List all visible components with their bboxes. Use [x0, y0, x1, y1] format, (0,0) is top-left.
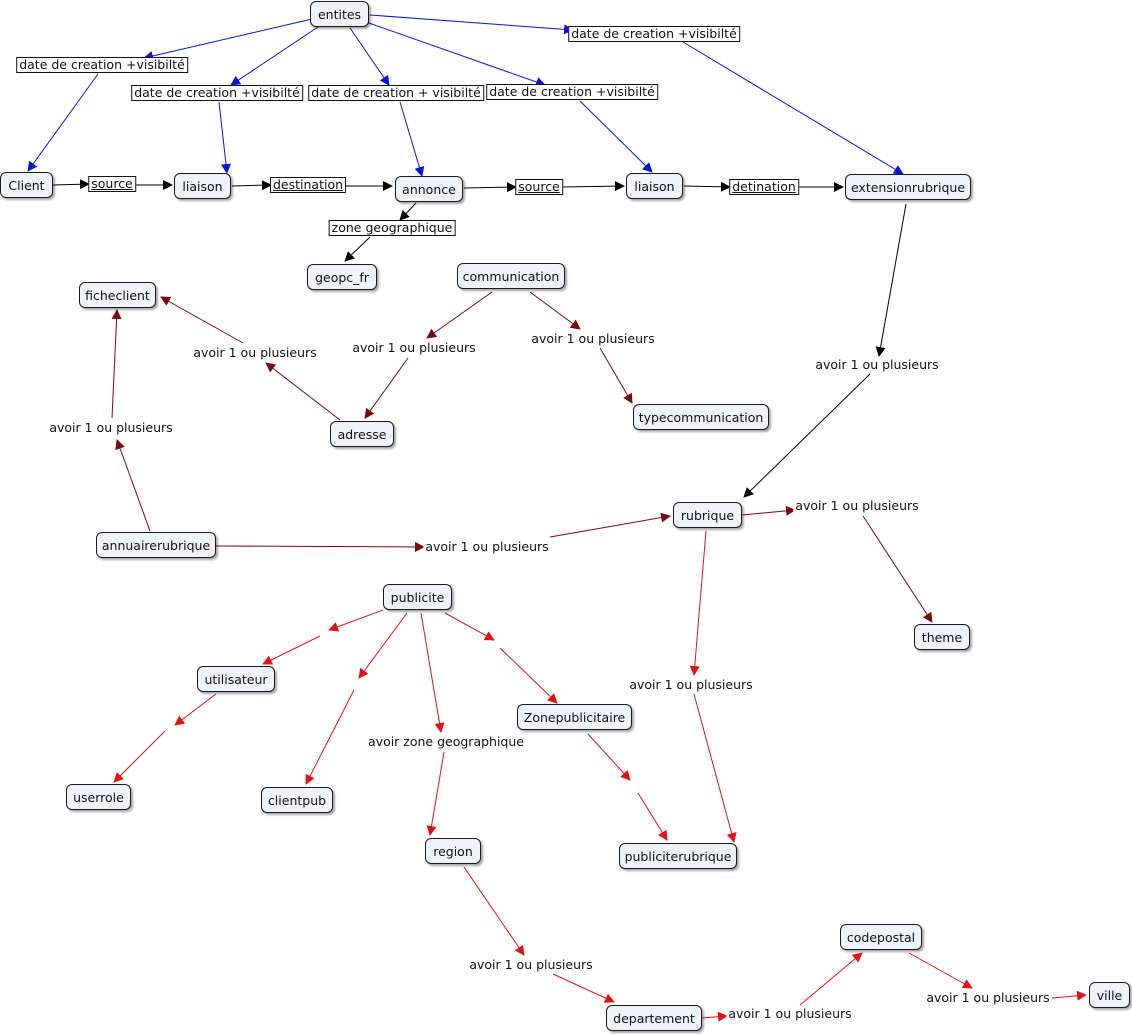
link-pub-util-a	[328, 609, 384, 632]
label-destination: destination	[269, 177, 347, 193]
node-userrole[interactable]: userrole	[66, 784, 131, 810]
label-avoir-dep-cp: avoir 1 ou plusieurs	[726, 1006, 854, 1021]
link-client-source	[52, 179, 90, 190]
link-region-avoir	[463, 866, 525, 956]
link-annuaire-avoir	[115, 439, 151, 532]
label-avoir-zone-geographique: avoir zone geographique	[366, 734, 526, 749]
link-liaison1-destination	[231, 180, 272, 191]
link-dep-avoir	[701, 1011, 728, 1022]
node-extensionrubrique[interactable]: extensionrubrique	[845, 174, 971, 200]
link-entites-dc-liaison1	[230, 26, 319, 86]
link-dc-ext	[682, 41, 904, 175]
link-ext-avoir	[875, 203, 907, 357]
node-theme[interactable]: theme	[914, 624, 970, 650]
node-ville[interactable]: ville	[1089, 982, 1130, 1008]
label-avoir-comm-type: avoir 1 ou plusieurs	[529, 331, 657, 346]
label-detination: detination	[729, 179, 799, 195]
node-utilisateur[interactable]: utilisateur	[197, 666, 275, 692]
link-zp-pubrub-a	[587, 733, 631, 781]
link-entites-dc-liaison2	[365, 21, 546, 87]
link-dc-liaison1	[218, 101, 231, 174]
label-avoir-adresse-fiche: avoir 1 ou plusieurs	[191, 345, 319, 360]
node-codepostal[interactable]: codepostal	[840, 924, 922, 950]
label-avoir-comm-adresse: avoir 1 ou plusieurs	[350, 340, 478, 355]
label-source-2: source	[515, 179, 563, 195]
link-annonce-zone	[399, 202, 417, 221]
link-entites-dc-annonce	[349, 27, 390, 86]
link-avoir-ville	[1051, 990, 1087, 1001]
link-pub-avoir-zone	[420, 612, 445, 733]
link-avoir-ficheclient2	[111, 309, 122, 419]
link-annuaire-avoir-rub	[215, 541, 425, 552]
node-annuairerubrique[interactable]: annuairerubrique	[96, 532, 216, 558]
link-dc-client	[27, 73, 99, 172]
link-pub-util-b	[262, 635, 321, 665]
link-avoir-type	[599, 347, 633, 404]
node-publicite[interactable]: publicite	[383, 584, 452, 610]
link-pub-zp-a	[444, 612, 495, 641]
link-cp-avoir	[908, 952, 973, 989]
node-ficheclient[interactable]: ficheclient	[79, 282, 156, 308]
label-avoir-region-dep: avoir 1 ou plusieurs	[467, 957, 595, 972]
link-comm-avoir-type	[529, 291, 581, 330]
link-source2-liaison2	[560, 181, 625, 192]
label-dc-liaison1: date de creation +visibilté	[131, 85, 303, 101]
node-geopc-fr[interactable]: geopc_fr	[307, 264, 377, 290]
link-pub-client-a	[358, 612, 408, 679]
node-publiciterubrique[interactable]: publiciterubrique	[619, 843, 737, 869]
label-avoir-rubrique-theme: avoir 1 ou plusieurs	[793, 498, 921, 513]
link-adresse-avoir	[265, 362, 341, 421]
node-adresse[interactable]: adresse	[330, 421, 394, 447]
label-dc-annonce: date de creation + visibilté	[308, 85, 484, 101]
link-dc-liaison2	[579, 100, 653, 173]
link-rub-avoir-pub	[689, 530, 707, 676]
link-avoir-rubrique	[549, 512, 671, 538]
node-departement[interactable]: departement	[606, 1005, 702, 1031]
node-zonepublicitaire[interactable]: Zonepublicitaire	[517, 704, 632, 730]
node-typecommunication[interactable]: typecommunication	[633, 404, 769, 430]
link-avoir-dep	[552, 973, 615, 1003]
node-clientpub[interactable]: clientpub	[261, 787, 333, 813]
link-avoir-pubrub	[693, 693, 737, 843]
link-rubrique-avoir-theme	[741, 505, 796, 516]
link-avoir-rubrique	[743, 373, 871, 498]
label-dc-ext: date de creation +visibilté	[568, 26, 740, 42]
link-entites-dc-client	[143, 18, 313, 61]
link-avoir-cp	[799, 952, 863, 1006]
node-region[interactable]: region	[425, 838, 481, 864]
link-avoir-theme	[862, 515, 933, 623]
link-avoir-ficheclient	[160, 296, 244, 344]
link-util-role-b	[113, 730, 166, 783]
label-avoir-annuaire-rubrique: avoir 1 ou plusieurs	[423, 539, 551, 554]
label-dc-client: date de creation +visibilté	[16, 57, 188, 73]
label-avoir-cp-ville: avoir 1 ou plusieurs	[924, 990, 1052, 1005]
link-util-role-a	[174, 693, 217, 726]
label-dc-liaison2: date de creation +visibilté	[486, 84, 658, 100]
link-liaison2-detination	[683, 181, 731, 192]
link-dc-annonce	[399, 101, 425, 177]
label-source-1: source	[88, 176, 136, 192]
node-client[interactable]: Client	[0, 172, 53, 198]
label-avoir-annuaire-fiche: avoir 1 ou plusieurs	[47, 420, 175, 435]
link-pub-zp-b	[499, 647, 558, 704]
node-liaison-1[interactable]: liaison	[174, 173, 231, 199]
link-entites-dc-ext	[369, 14, 574, 35]
link-avoir-region	[426, 751, 445, 836]
node-communication[interactable]: communication	[457, 263, 565, 289]
link-pub-client-b	[305, 689, 355, 785]
link-avoir-adresse	[364, 357, 409, 419]
link-comm-avoir-adresse	[426, 291, 493, 339]
label-avoir-ext-rubrique: avoir 1 ou plusieurs	[813, 357, 941, 372]
node-annonce[interactable]: annonce	[395, 176, 463, 202]
node-entites[interactable]: entites	[310, 1, 369, 27]
link-zp-pubrub-b	[637, 792, 668, 841]
node-liaison-2[interactable]: liaison	[626, 173, 683, 199]
link-annonce-source2	[463, 182, 517, 193]
label-avoir-rubrique-pubrub: avoir 1 ou plusieurs	[627, 677, 755, 692]
label-zone-geographique: zone geographique	[328, 220, 456, 236]
node-rubrique[interactable]: rubrique	[673, 502, 742, 528]
link-zone-geopc	[344, 236, 371, 262]
